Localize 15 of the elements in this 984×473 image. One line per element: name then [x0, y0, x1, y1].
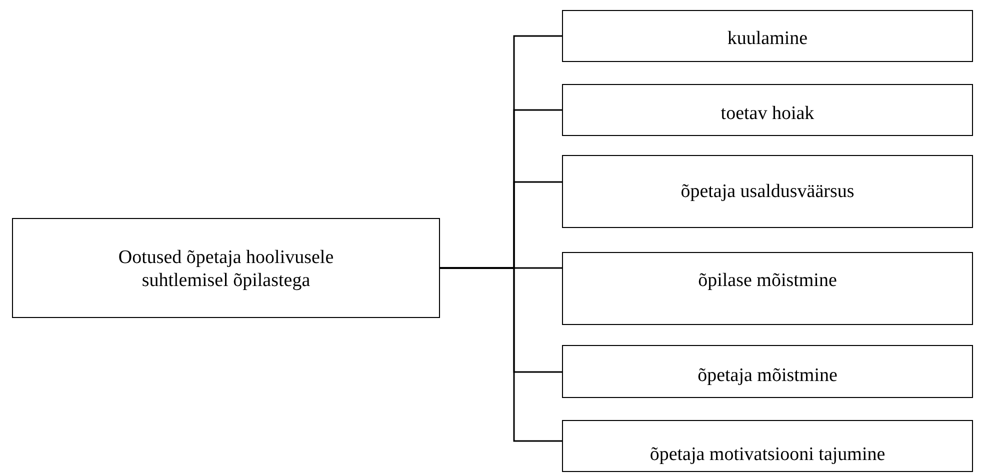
box-label: õpilase mõistmine [697, 269, 838, 292]
text-box [562, 345, 973, 398]
box-label: Ootused õpetaja hoolivusele suhtlemisel õpilastega [117, 246, 335, 292]
connector-line [440, 267, 562, 442]
text-box [562, 420, 973, 472]
box-label: õpetaja usaldusväärsus [680, 180, 856, 203]
box-label: kuulamine [726, 27, 809, 50]
text-box [562, 155, 973, 228]
text-box [562, 84, 973, 136]
text-box [562, 252, 973, 325]
text-box [12, 218, 440, 318]
box-label: õpetaja motivatsiooni tajumine [648, 443, 886, 466]
box-label: õpetaja mõistmine [696, 364, 838, 387]
text-box [562, 10, 973, 62]
box-label: toetav hoiak [720, 102, 816, 125]
